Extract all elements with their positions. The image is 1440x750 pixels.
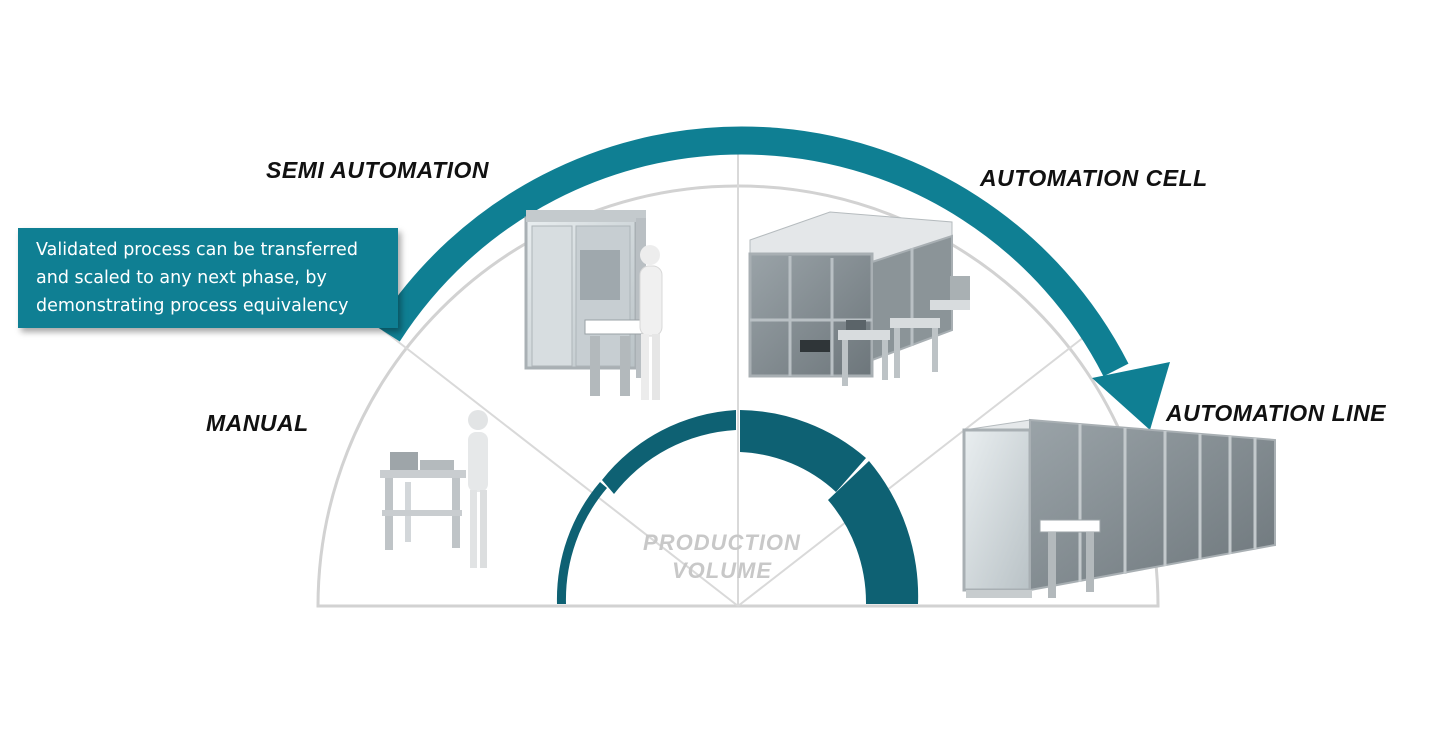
production-volume-label-line-2: VOLUME [671, 558, 773, 583]
production-volume-label-line-1: PRODUCTION [643, 530, 801, 555]
automation-line-illustration [962, 418, 1276, 598]
phase-label-automation-line: AUTOMATION LINE [1166, 400, 1387, 426]
callout-line-1: Validated process can be transferred [36, 240, 358, 260]
phase-label-manual: MANUAL [206, 410, 309, 436]
phase-label-automation-cell: AUTOMATION CELL [980, 165, 1208, 191]
production-volume-arc [556, 410, 919, 604]
process-transfer-callout: Validated process can be transferred and… [18, 228, 398, 328]
callout-line-2: and scaled to any next phase, by [36, 268, 327, 288]
callout-line-3: demonstrating process equivalency [36, 296, 349, 316]
callout-text: Validated process can be transferred and… [36, 236, 396, 320]
progression-arrow [376, 126, 1170, 430]
manual-workstation-illustration [380, 410, 488, 568]
semi-automation-cabinet-illustration [524, 210, 663, 400]
automation-cell-illustration [748, 211, 970, 386]
phase-label-semi-automation: SEMI AUTOMATION [266, 157, 490, 183]
